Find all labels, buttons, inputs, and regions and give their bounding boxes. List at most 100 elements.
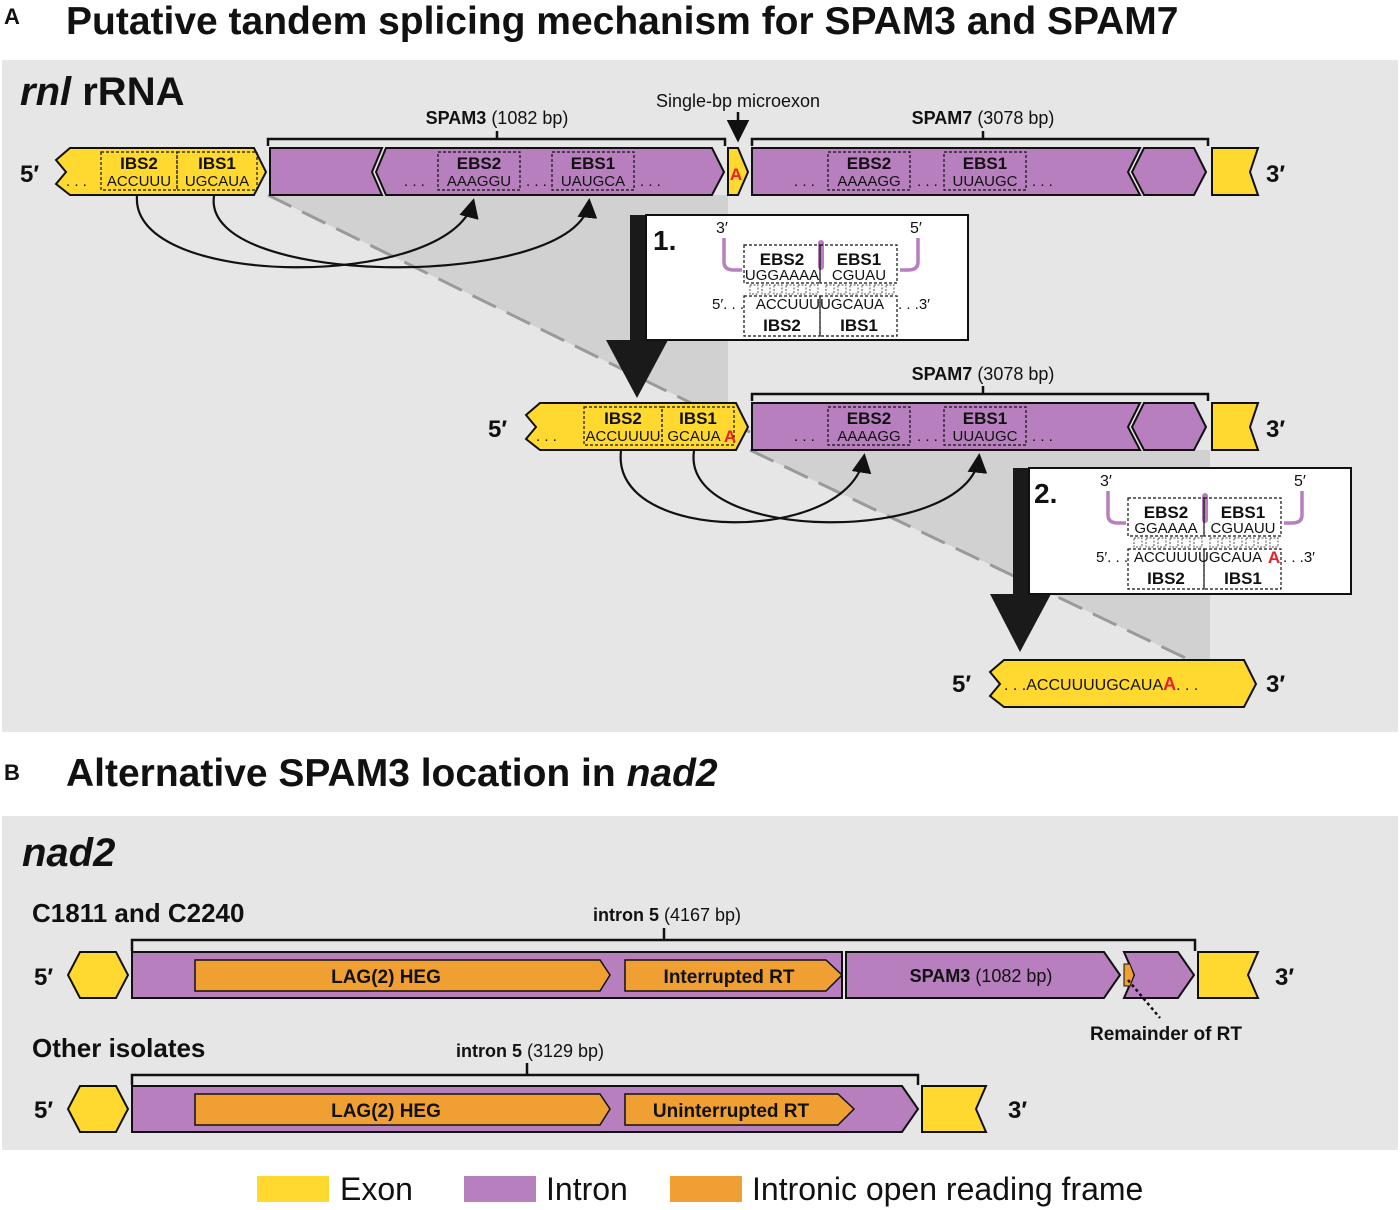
nad2-row2-3-exon [921, 1085, 988, 1133]
isolates-c1811-c2240: C1811 and C2240 [32, 898, 244, 928]
row1-ibs2-seq: ACCUUU [107, 173, 171, 190]
spam7-bracket-row2 [750, 386, 1210, 401]
step2-three-prime: 3′ [1100, 473, 1112, 490]
nad2-row1-three-prime: 3′ [1275, 964, 1294, 991]
row1-ibs1-label: IBS1 [198, 154, 236, 173]
legend: Exon Intron Intronic open reading frame [257, 1171, 1143, 1207]
row2-3-exon [1211, 402, 1260, 451]
spam7-ebs1-label: EBS1 [963, 154, 1007, 173]
step2-ibs-extra: A [1268, 548, 1280, 567]
final-five-prime: 5′ [952, 671, 971, 698]
row2-ibs1-extra: A [724, 427, 736, 446]
row2-ibs1-seq: GCAUA [667, 428, 720, 445]
nad2-row2-three-prime: 3′ [1008, 1097, 1027, 1124]
legend-swatch-exon [257, 1176, 329, 1202]
spam3-bracket [266, 131, 727, 146]
step1-ebs2-label: EBS2 [760, 250, 804, 269]
nad2-spam3-intron [845, 951, 1122, 999]
row2-spam7-ebs2-seq: AAAAGG [837, 428, 900, 445]
row2-ibs2-seq: ACCUUUU [586, 428, 661, 445]
spam3-ebs1-box [551, 151, 635, 191]
spam7-ellipsis-3: . . . [1032, 173, 1053, 190]
step2-ebs2-label: EBS2 [1144, 503, 1188, 522]
row2-spam7-ellipsis-1: . . . [794, 428, 815, 445]
gene-title-nad2: nad2 [22, 831, 115, 875]
row1-ibs1-seq: UGCAUA [185, 173, 249, 190]
spam3-ellipsis-1: . . . [404, 173, 425, 190]
splice-dash-2 [749, 448, 1201, 667]
panel-b-letter: B [4, 760, 20, 785]
legend-swatch-orf [670, 1176, 742, 1202]
gene-title-rnl: rnl rRNA [20, 70, 184, 114]
legend-swatch-intron [464, 1176, 536, 1202]
nad2-spam3-label: SPAM3 (1082 bp) [910, 966, 1053, 986]
nad2-row1-heg-label: LAG(2) HEG [331, 967, 441, 988]
row2-spam7-ebs1-seq: UUAUGC [952, 428, 1017, 445]
row2-spam7-ellipsis-3: . . . [1032, 428, 1053, 445]
step1-ibs2-label: IBS2 [763, 316, 801, 335]
step1-pairing-box: 1. 3′ 5′ EBS2 EBS1 UGGAAAA CGUAU 5′. . .… [645, 214, 969, 341]
arc-ibs2-to-spam3-ebs2 [135, 195, 479, 269]
interrupted-rt-label: Interrupted RT [664, 967, 795, 988]
step1-ebs1-label: EBS1 [837, 250, 881, 269]
step2-ibs1-label: IBS1 [1224, 569, 1262, 588]
row2-spam7-intron-part2 [1130, 402, 1208, 451]
spam3-intron-part2 [374, 147, 726, 196]
intron1-label: intron 5 (4167 bp) [593, 905, 741, 925]
uninterrupted-rt-label: Uninterrupted RT [653, 1101, 810, 1122]
step1-right-end: . . .3′ [898, 296, 930, 313]
spam7-ebs2-seq: AAAAGG [837, 173, 900, 190]
nad2-row2-heg-label: LAG(2) HEG [331, 1101, 441, 1122]
interrupted-rt-orf [624, 959, 844, 992]
row1-ibs-ellipsis: . . . [66, 173, 87, 190]
row1-five-prime: 5′ [20, 161, 39, 188]
step2-ebs2-seq: GGAAAA [1134, 520, 1197, 537]
arc-row2-ibs1-to-ebs1 [692, 450, 988, 524]
intron2-label: intron 5 (3129 bp) [456, 1041, 604, 1061]
row2-spam7-ebs2-label: EBS2 [847, 409, 891, 428]
spam3-ebs2-box [437, 151, 521, 191]
step1-ebs2-seq: UGGAAAA [745, 267, 819, 284]
row2-ibs-ellipsis: . . . [536, 428, 557, 445]
row2-ibs1-box [661, 406, 735, 446]
row2-spam7-intron-part1 [751, 402, 1142, 451]
step1-three-prime: 3′ [716, 220, 728, 237]
step2-five-prime: 5′ [1294, 473, 1306, 490]
microexon-base: A [730, 165, 742, 184]
row1-ibs2-label: IBS2 [120, 154, 158, 173]
step2-right-end: . . .3′ [1283, 549, 1315, 566]
arc-ibs1-to-spam3-ebs1 [212, 195, 598, 269]
step2-left-end: 5′. . . [1096, 549, 1128, 566]
step1-ebs1-seq: CGUAU [832, 267, 886, 284]
spam7-intron-part1 [751, 147, 1142, 196]
nad2-row2-five-prime: 5′ [34, 1097, 53, 1124]
spam7-ellipsis-2: . . . [917, 173, 938, 190]
step1-arrow-shaft [630, 215, 645, 340]
final-three-prime: 3′ [1266, 671, 1285, 698]
spam3-ebs2-label: EBS2 [457, 154, 501, 173]
row1-ibs1-box [176, 151, 258, 191]
panel-b-title: Alternative SPAM3 location in nad2 [66, 752, 718, 795]
splice-dash-1 [267, 193, 751, 434]
nad2-row2-5-exon [66, 1085, 130, 1133]
nad2-row2-heg-orf [194, 1093, 611, 1126]
microexon-label: Single-bp microexon [656, 91, 820, 111]
step2-ebs1-seq: CGUAUU [1210, 520, 1275, 537]
spam7-ebs2-label: EBS2 [847, 154, 891, 173]
spam7-ebs2-box [827, 151, 911, 191]
spam7-ebs1-box [943, 151, 1027, 191]
nad2-row1-3-exon [1197, 951, 1260, 999]
spam7-intron-part2 [1130, 147, 1208, 196]
spam7-ellipsis-1: . . . [794, 173, 815, 190]
row2-ibs2-label: IBS2 [604, 409, 642, 428]
spam3-label: SPAM3 (1082 bp) [426, 108, 569, 128]
row2-spam7-ebs1-label: EBS1 [963, 409, 1007, 428]
step2-arrow-head [990, 594, 1051, 652]
step1-arrow-head [606, 340, 668, 398]
spam3-ebs1-label: EBS1 [571, 154, 615, 173]
step1-number: 1. [653, 225, 676, 256]
intron2-bracket [130, 1063, 920, 1085]
step1-five-prime: 5′ [910, 220, 922, 237]
remainder-rt-orf [1123, 963, 1135, 987]
